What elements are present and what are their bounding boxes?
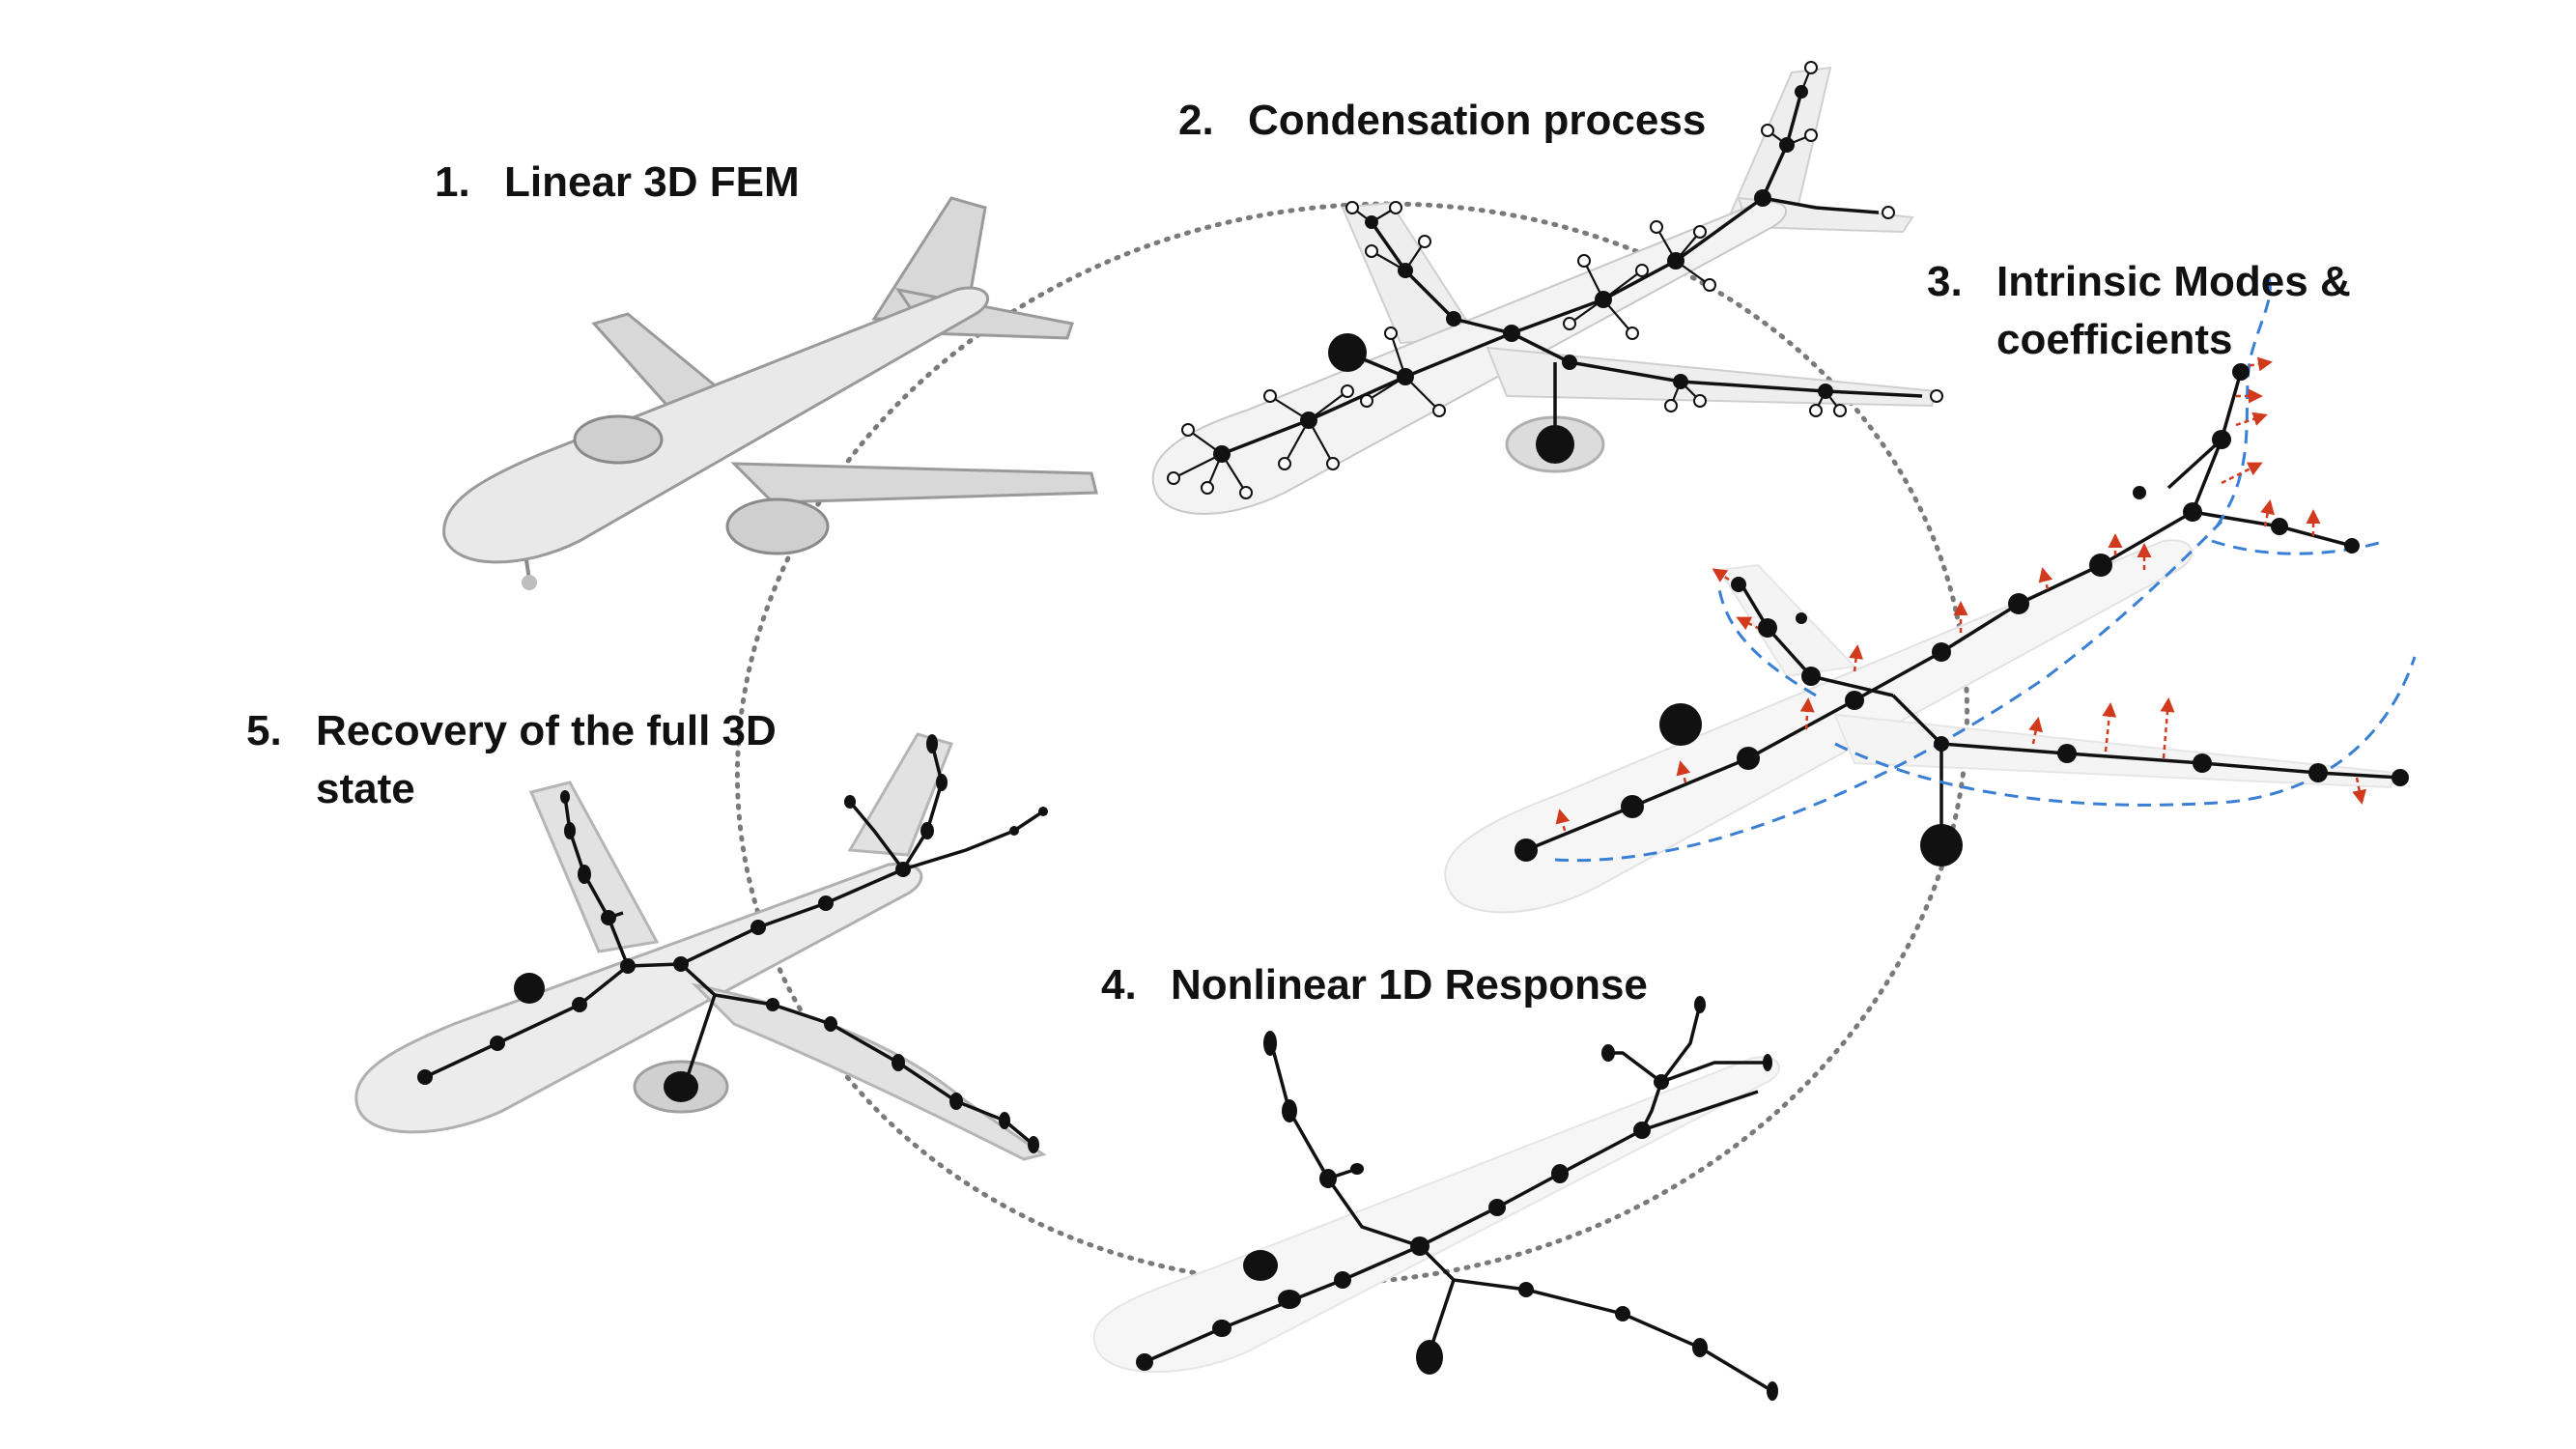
step-2-title: Condensation process xyxy=(1248,97,1707,144)
step-3-label: 3. Intrinsic Modes & coefficients xyxy=(1927,253,2351,369)
step-2-number: 2. xyxy=(1178,97,1214,144)
aircraft-fem-model xyxy=(442,196,1098,590)
step-3-title: Intrinsic Modes & xyxy=(1996,258,2351,305)
step-5-number: 5. xyxy=(246,707,282,754)
step-1-number: 1. xyxy=(435,158,470,206)
step-1-label: 1. Linear 3D FEM xyxy=(435,154,800,212)
step-3-number: 3. xyxy=(1927,258,1963,305)
step-3-title-continued: coefficients xyxy=(1996,316,2233,363)
step-4-number: 4. xyxy=(1101,961,1137,1009)
aircraft-intrinsic-modes xyxy=(1444,270,2417,914)
step-4-label: 4. Nonlinear 1D Response xyxy=(1101,956,1648,1014)
step-5-title: Recovery of the full 3D xyxy=(316,707,777,754)
aircraft-nonlinear-1d-response xyxy=(1092,996,1780,1401)
step-4-title: Nonlinear 1D Response xyxy=(1171,961,1648,1009)
step-2-label: 2. Condensation process xyxy=(1178,92,1706,150)
step-5-label: 5. Recovery of the full 3D state xyxy=(246,702,777,818)
aircraft-recovered-3d-state xyxy=(354,732,1048,1161)
step-5-title-continued: state xyxy=(316,765,415,812)
step-1-title: Linear 3D FEM xyxy=(504,158,800,206)
aircraft-condensed-model xyxy=(1151,61,1943,515)
